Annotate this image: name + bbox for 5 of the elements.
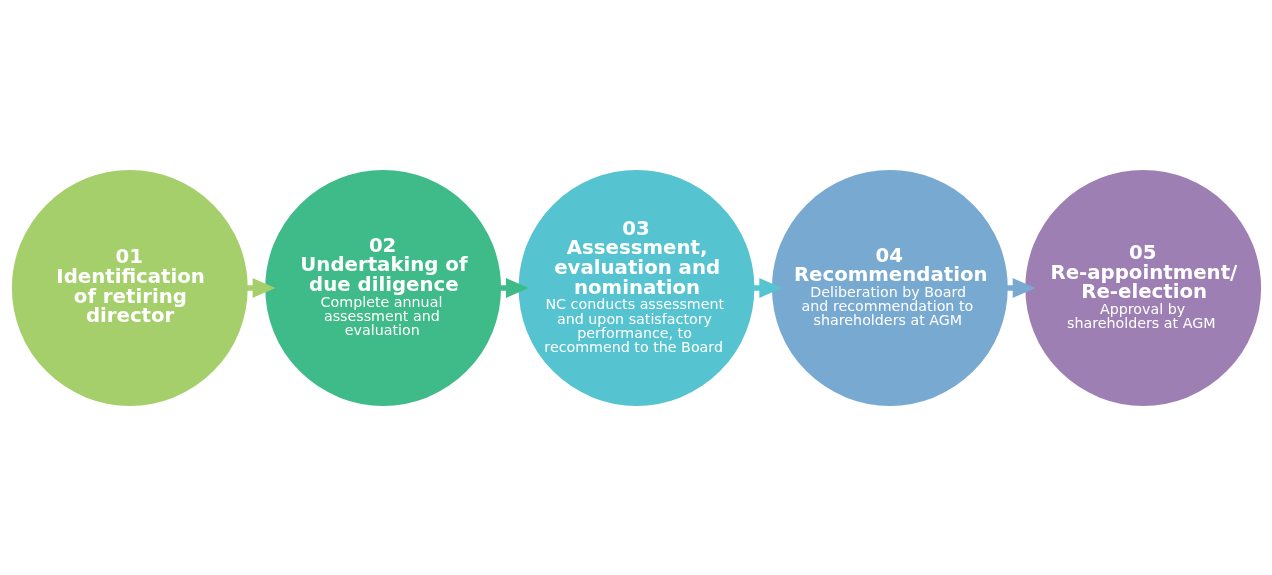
- node-circle: 03 Assessment, evaluation and nomination NC conducts assessment and upon satisfactory performance, to recommend to the Board: [518, 169, 754, 406]
- node-circle: 05 Re-appointment/ Re-election Approval by shareholders at AGM: [1024, 169, 1261, 406]
- node-circle: 04 Recommendation Deliberation by Board and recommendation to shareholders at AGM: [771, 169, 1008, 406]
- node-circle: 02 Undertaking of due diligence Complete annual assessment and evaluation: [264, 169, 501, 406]
- node-circle: 01 Identification of retiring director: [11, 169, 248, 406]
